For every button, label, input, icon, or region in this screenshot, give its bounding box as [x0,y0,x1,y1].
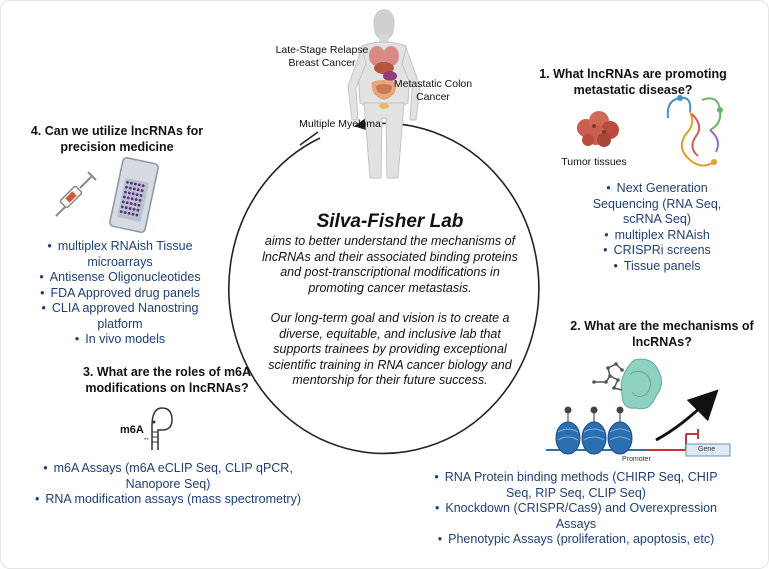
q4-item-antisense: Antisense Oligonucleotides [22,270,218,286]
rna-hairpin-icon [666,95,723,167]
vision-statement: Our long-term goal and vision is to crea… [268,311,512,387]
q1-methods-list: Next Generation Sequencing (RNA Seq, scR… [572,181,742,274]
q4-item-fda-panels: FDA Approved drug panels [22,286,218,302]
tumor-tissue-icon [577,111,619,147]
syringe-icon [55,171,97,217]
q4-item-tissue-microarrays: multiplex RNAish Tissue microarrays [22,239,218,270]
q2-item-rna-protein-binding: RNA Protein binding methods (CHIRP Seq, … [426,470,726,501]
microarray-slide-icon [109,157,159,233]
q1-item-ngs: Next Generation Sequencing (RNA Seq, scR… [572,181,742,228]
gene-label: Gene [698,446,716,453]
q1-item-rnaish: multiplex RNAish [572,228,742,244]
promoter-label: Promoter [622,456,651,463]
q1-item-tissue-panels: Tissue panels [572,259,742,275]
mission-statement: aims to better understand the mechanisms… [262,234,518,295]
body-figure-icon [347,9,421,179]
label-colon-cancer: Metastatic Colon Cancer [393,78,473,103]
q2-item-phenotypic: Phenotypic Assays (proliferation, apopto… [426,532,726,548]
q3-methods-list: m6A Assays (m6A eCLIP Seq, CLIP qPCR, Na… [30,461,306,508]
q3-item-m6a-assays: m6A Assays (m6A eCLIP Seq, CLIP qPCR, Na… [30,461,306,492]
activation-arrow-icon [655,389,719,442]
q2-title: 2. What are the mechanisms of lncRNAs? [570,319,754,349]
q3-title: 3. What are the roles of m6A modificatio… [82,365,252,395]
label-multiple-myeloma: Multiple Myeloma [299,118,381,130]
q4-item-nanostring: CLIA approved Nanostring platform [22,301,218,332]
q4-item-in-vivo: In vivo models [22,332,218,348]
q3-item-rna-modification: RNA modification assays (mass spectromet… [30,492,306,508]
nucleosome-icon [546,406,731,457]
q1-title: 1. What lncRNAs are promoting metastatic… [539,67,727,97]
q1-item-crispri: CRISPRi screens [572,243,742,259]
label-breast-cancer: Late-Stage Relapse Breast Cancer [275,44,369,69]
q2-item-knockdown: Knockdown (CRISPR/Cas9) and Overexpressi… [426,501,726,532]
lab-title: Silva-Fisher Lab [316,211,464,232]
tumor-tissues-label: Tumor tissues [561,156,627,168]
q2-methods-list: RNA Protein binding methods (CHIRP Seq, … [426,470,726,548]
svg-text:**: ** [144,438,149,444]
m6a-hairpin-icon: ** [144,407,173,450]
q4-methods-list: multiplex RNAish Tissue microarrays Anti… [22,239,218,348]
m6a-label: m6A [120,424,144,436]
q4-title: 4. Can we utilize lncRNAs for precision … [30,124,204,154]
rna-protein-complex-icon [592,358,662,410]
